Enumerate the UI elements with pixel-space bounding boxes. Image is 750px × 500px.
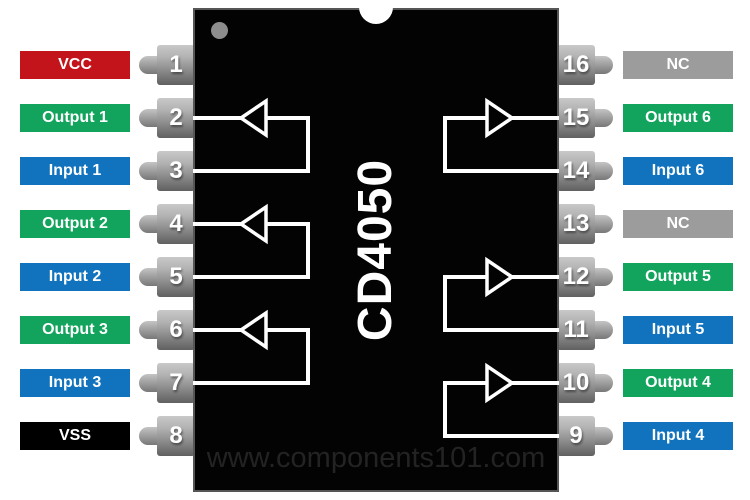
pin-lead xyxy=(139,215,160,233)
pin-11: 11 xyxy=(557,310,595,350)
pin-1: 1 xyxy=(157,45,195,85)
pin-lead xyxy=(592,321,613,339)
pin-label-nc: NC xyxy=(623,210,733,238)
pin-number: 13 xyxy=(562,210,590,237)
pin-lead xyxy=(139,268,160,286)
pin-label-vss: VSS xyxy=(20,422,130,450)
pin-number: 8 xyxy=(169,422,183,449)
pin-label-input-6: Input 6 xyxy=(623,157,733,185)
pin1-indicator-dot xyxy=(211,22,228,39)
pin-lead xyxy=(139,162,160,180)
pin-label-vcc: VCC xyxy=(20,51,130,79)
pin-15: 15 xyxy=(557,98,595,138)
pin-number: 1 xyxy=(169,51,183,78)
pin-label-input-5: Input 5 xyxy=(623,316,733,344)
pin-label-input-3: Input 3 xyxy=(20,369,130,397)
pin-7: 7 xyxy=(157,363,195,403)
pin-lead xyxy=(592,268,613,286)
pin-number: 4 xyxy=(169,210,183,237)
pin-14: 14 xyxy=(557,151,595,191)
pin-label-nc: NC xyxy=(623,51,733,79)
pin-number: 14 xyxy=(562,157,590,184)
pin-number: 10 xyxy=(562,369,590,396)
pin-label-input-2: Input 2 xyxy=(20,263,130,291)
pin-label-output-3: Output 3 xyxy=(20,316,130,344)
pin-number: 6 xyxy=(169,316,183,343)
pin-3: 3 xyxy=(157,151,195,191)
pin-6: 6 xyxy=(157,310,195,350)
pin-number: 11 xyxy=(563,316,589,343)
pin-lead xyxy=(592,162,613,180)
pin-label-output-5: Output 5 xyxy=(623,263,733,291)
pin-number: 16 xyxy=(562,51,590,78)
pin-label-output-6: Output 6 xyxy=(623,104,733,132)
pin-lead xyxy=(139,321,160,339)
pin-10: 10 xyxy=(557,363,595,403)
pin-13: 13 xyxy=(557,204,595,244)
pin-number: 15 xyxy=(562,104,590,131)
pin-5: 5 xyxy=(157,257,195,297)
pin-lead xyxy=(139,374,160,392)
pin-lead xyxy=(592,374,613,392)
pin-number: 12 xyxy=(562,263,590,290)
pin-lead xyxy=(592,56,613,74)
pin-label-output-1: Output 1 xyxy=(20,104,130,132)
pin-number: 5 xyxy=(169,263,183,290)
pin-9: 9 xyxy=(557,416,595,456)
pin-label-output-2: Output 2 xyxy=(20,210,130,238)
pin-lead xyxy=(592,215,613,233)
pin-lead xyxy=(139,427,160,445)
pin-lead xyxy=(139,109,160,127)
pin-lead xyxy=(592,109,613,127)
pin-lead xyxy=(139,56,160,74)
pin-label-input-1: Input 1 xyxy=(20,157,130,185)
chip-name: CD4050 xyxy=(349,158,402,342)
pin-number: 2 xyxy=(169,104,183,131)
pin-label-input-4: Input 4 xyxy=(623,422,733,450)
pin-2: 2 xyxy=(157,98,195,138)
pin-number: 9 xyxy=(569,422,583,449)
pin-4: 4 xyxy=(157,204,195,244)
pin-12: 12 xyxy=(557,257,595,297)
watermark-text: www.components101.com xyxy=(206,442,546,474)
pin-lead xyxy=(592,427,613,445)
pin-number: 3 xyxy=(169,157,183,184)
pin-number: 7 xyxy=(169,369,183,396)
pin-8: 8 xyxy=(157,416,195,456)
pin-label-output-4: Output 4 xyxy=(623,369,733,397)
pin-16: 16 xyxy=(557,45,595,85)
